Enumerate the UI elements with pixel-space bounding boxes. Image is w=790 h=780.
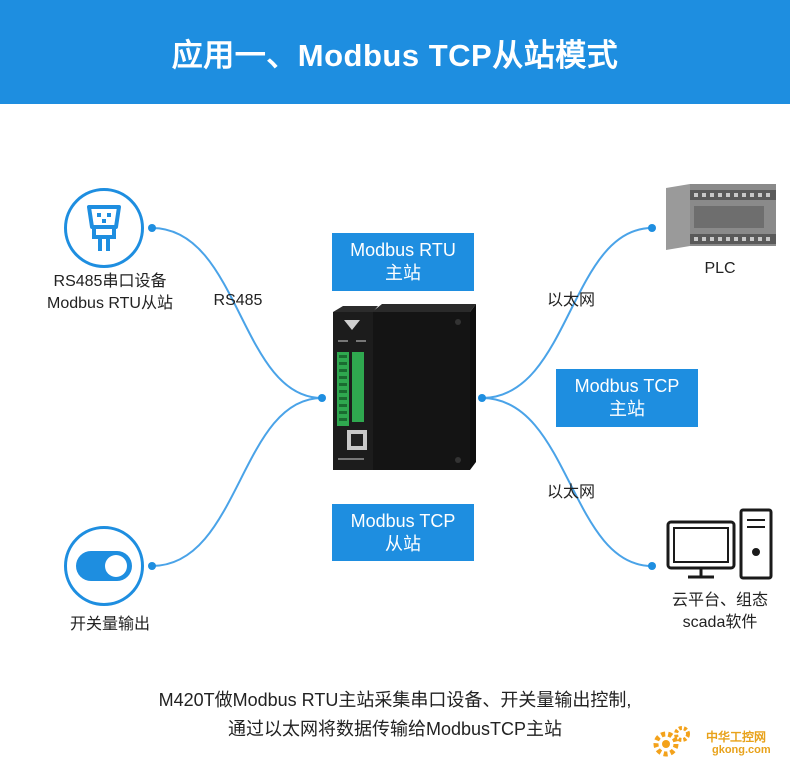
rs485-link-label: RS485 bbox=[213, 292, 263, 309]
switch-output-label: 开关量输出 bbox=[69, 616, 150, 633]
endpoint-dot bbox=[478, 394, 486, 402]
tcp-master-line2: 主站 bbox=[609, 399, 645, 419]
serial-device-label: RS485串口设备 Modbus RTU从站 bbox=[30, 271, 190, 315]
footer-caption-line1: M420T做Modbus RTU主站采集串口设备、开关量输出控制, bbox=[158, 690, 632, 710]
rtu-master-line2: 主站 bbox=[385, 263, 421, 283]
toggle-switch-icon bbox=[76, 551, 132, 581]
modbus-tcp-master-box: Modbus TCP 主站 bbox=[556, 369, 698, 427]
ethernet-link-label-bottom: 以太网 bbox=[546, 484, 595, 501]
endpoint-dot bbox=[648, 224, 656, 232]
tcp-master-line1: Modbus TCP bbox=[574, 376, 680, 396]
computer-icon bbox=[666, 508, 773, 580]
connection-line-eth-pc bbox=[481, 397, 653, 567]
ethernet-link-label-top: 以太网 bbox=[546, 292, 595, 309]
endpoint-dot bbox=[318, 394, 326, 402]
m420t-device-image bbox=[333, 304, 476, 470]
endpoint-dot bbox=[148, 562, 156, 570]
serial-device-icon-circle bbox=[64, 188, 144, 268]
switch-output-icon-circle bbox=[64, 526, 144, 606]
plc-label: PLC bbox=[704, 260, 736, 277]
endpoint-dot bbox=[648, 562, 656, 570]
modbus-rtu-master-box: Modbus RTU 主站 bbox=[332, 233, 474, 291]
endpoint-dot bbox=[148, 224, 156, 232]
connection-line-eth-plc bbox=[481, 227, 653, 399]
modbus-tcp-slave-box: Modbus TCP 从站 bbox=[332, 504, 474, 561]
tcp-slave-line2: 从站 bbox=[385, 533, 421, 554]
header-banner: 应用一、Modbus TCP从站模式 bbox=[0, 0, 790, 104]
connection-line-rs485 bbox=[151, 227, 323, 399]
pc-label-line1: 云平台、组态 bbox=[671, 592, 768, 609]
serial-device-label-line1: RS485串口设备 bbox=[53, 273, 167, 290]
serial-device-label-line2: Modbus RTU从站 bbox=[47, 295, 173, 312]
plc-icon bbox=[666, 184, 776, 250]
page-title: 应用一、Modbus TCP从站模式 bbox=[171, 37, 619, 73]
tcp-slave-line1: Modbus TCP bbox=[350, 510, 456, 531]
watermark-text-cn: 中华工控网 bbox=[706, 730, 767, 744]
footer-caption-line2: 通过以太网将数据传输给ModbusTCP主站 bbox=[227, 719, 563, 739]
pc-label: 云平台、组态 scada软件 bbox=[650, 590, 790, 634]
serial-port-icon bbox=[87, 205, 121, 251]
connection-line-switch bbox=[151, 397, 323, 567]
rtu-master-line1: Modbus RTU bbox=[350, 240, 456, 260]
pc-label-line2: scada软件 bbox=[682, 614, 758, 631]
watermark-text-url: gkong.com bbox=[712, 744, 771, 756]
gear-icon bbox=[653, 726, 690, 757]
